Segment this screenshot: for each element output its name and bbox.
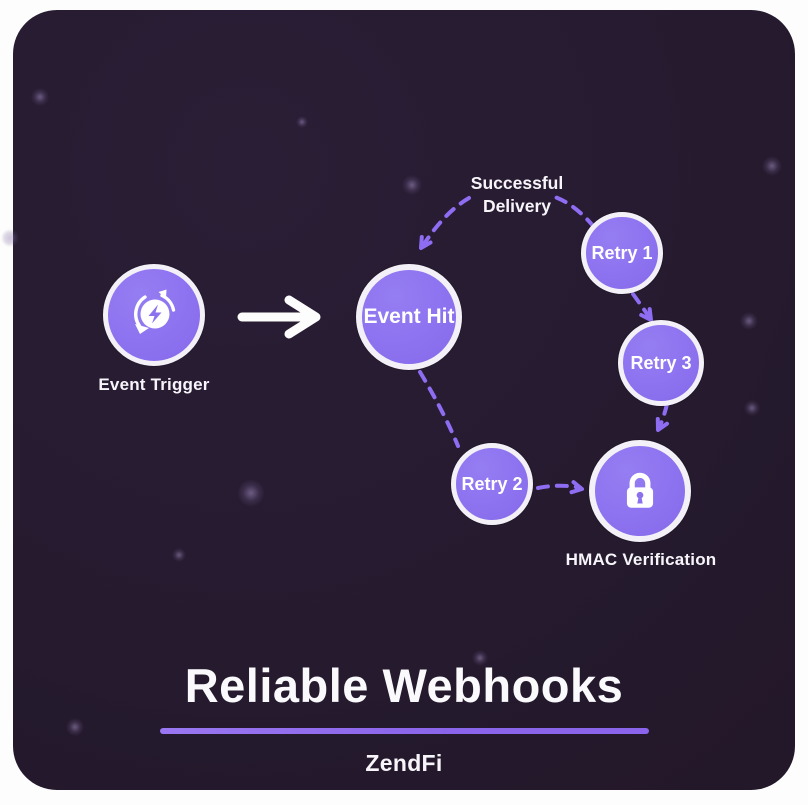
node-hmac-verification [589, 440, 691, 542]
edge-retry2-to-hmac [536, 483, 578, 490]
node-retry-1: Retry 1 [581, 212, 663, 294]
edge-retry1-to-label [550, 194, 596, 229]
node-retry-2-label: Retry 2 [461, 473, 523, 494]
brand-name: ZendFi [365, 750, 443, 776]
lock-icon [626, 472, 654, 508]
edge-label-to-eventhit [422, 196, 471, 246]
arrowhead-eventhit [419, 235, 433, 250]
edge-eventhit-to-retry2 [418, 370, 460, 448]
label-hmac-verification: HMAC Verification [565, 550, 717, 569]
node-retry-3: Retry 3 [618, 320, 704, 406]
edge-label-successful-delivery: Successful Delivery [470, 173, 564, 216]
node-retry-3-label: Retry 3 [630, 352, 692, 373]
node-event-trigger [103, 264, 205, 366]
node-retry-2: Retry 2 [451, 443, 533, 525]
label-event-trigger: Event Trigger [98, 375, 210, 394]
node-event-hit: Event Hit [356, 264, 462, 370]
node-event-hit-label: Event Hit [363, 305, 455, 328]
node-retry-1-label: Retry 1 [591, 242, 653, 263]
right-arrow-icon [237, 295, 321, 339]
page-title: Reliable Webhooks [184, 659, 624, 712]
title-divider [160, 728, 649, 734]
arrowhead-hmac-left [569, 480, 584, 495]
arrowhead-hmac-top [655, 417, 669, 432]
lightning-cycle-icon [134, 289, 176, 334]
